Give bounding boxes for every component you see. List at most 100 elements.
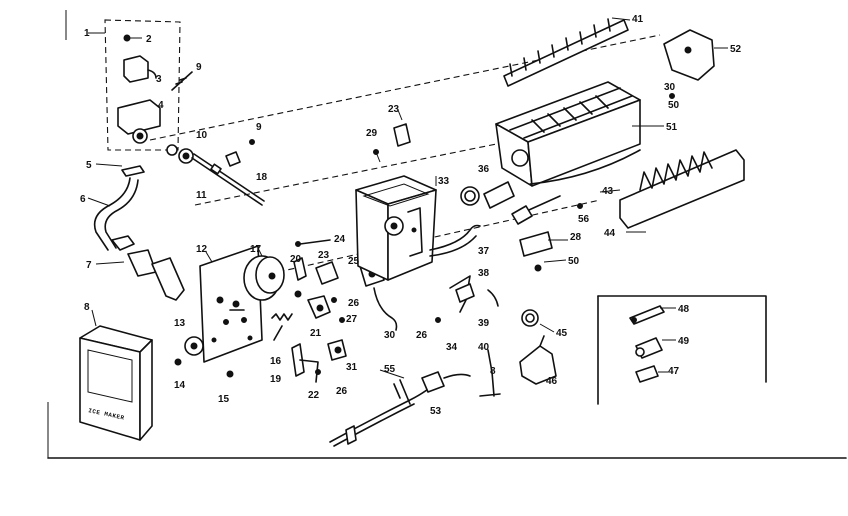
callout-p9b: 9 (256, 122, 262, 133)
ejector-comb-41 (503, 18, 629, 87)
switch-19 (291, 343, 305, 377)
callout-p41: 41 (632, 14, 644, 25)
screw-34 (435, 317, 441, 323)
mold-housing-33 (355, 175, 437, 281)
part-callouts: 1 2 3 4 5 6 7 8 9 9 10 11 12 13 14 15 16… (80, 14, 742, 417)
callout-p30-upper: 30 (664, 82, 676, 93)
screw-9-upper (171, 71, 193, 91)
wire-30 (373, 287, 398, 331)
wire-40 (479, 349, 501, 397)
motor-17 (243, 255, 285, 301)
screw-50-upper (669, 93, 675, 99)
callout-p38: 38 (478, 268, 490, 279)
callout-p36: 36 (478, 164, 490, 175)
callout-p13: 13 (174, 318, 186, 329)
grommet-10 (166, 144, 178, 156)
callout-p31: 31 (346, 362, 358, 373)
solenoid-coil-3 (123, 55, 149, 83)
callout-p34: 34 (446, 342, 458, 353)
callout-p55: 55 (384, 364, 396, 375)
callout-p18: 18 (256, 172, 268, 183)
callout-p26b: 26 (416, 330, 428, 341)
bracket-52 (663, 29, 715, 81)
callout-p26c: 26 (336, 386, 348, 397)
shield-28 (519, 231, 553, 257)
part-23-upper (393, 123, 411, 147)
screw-26 (331, 297, 337, 303)
inset-parts-box (597, 295, 767, 405)
callout-p29: 29 (366, 128, 378, 139)
screw-14 (174, 358, 182, 366)
callout-p11: 11 (196, 190, 207, 201)
callout-p3: 3 (156, 74, 162, 85)
callout-p8: 8 (84, 302, 90, 313)
washer-5 (121, 165, 145, 177)
callout-p28: 28 (570, 232, 582, 243)
screw-50-lower (534, 264, 542, 272)
callout-p53: 53 (430, 406, 442, 417)
ice-mold-51 (495, 81, 641, 187)
callout-leaders (87, 17, 728, 379)
fitting-36 (483, 181, 515, 209)
callout-p51: 51 (666, 122, 678, 133)
spring-39 (487, 289, 499, 307)
callout-p5: 5 (86, 160, 92, 171)
part-20 (293, 257, 307, 281)
callout-p47: 47 (668, 366, 680, 377)
callout-p45: 45 (556, 328, 568, 339)
callout-p44: 44 (604, 228, 616, 239)
callout-p43: 43 (602, 186, 614, 197)
callout-p56: 56 (578, 214, 590, 225)
heater-wire-37 (429, 224, 481, 251)
callout-p23: 23 (318, 250, 330, 261)
callout-p33: 33 (438, 176, 450, 187)
clamp-18 (225, 151, 241, 167)
inlet-tube-6 (93, 177, 131, 251)
callout-p7: 7 (86, 260, 92, 271)
valve-assembly-group (88, 19, 181, 151)
callout-p26: 26 (348, 298, 360, 309)
callout-p14: 14 (174, 380, 186, 391)
callout-p52: 52 (730, 44, 742, 55)
callout-p50b: 50 (568, 256, 580, 267)
callout-p27: 27 (346, 314, 358, 325)
ice-stripper-44 (619, 149, 745, 229)
callout-p12: 12 (196, 244, 208, 255)
callout-p24: 24 (334, 234, 346, 245)
callout-p20: 20 (290, 254, 302, 265)
callout-p49: 49 (678, 336, 690, 347)
callout-p50: 50 (668, 100, 680, 111)
callout-p30: 30 (384, 330, 396, 341)
valve-group-box (104, 19, 181, 151)
callout-p48: 48 (678, 304, 690, 315)
plug-53 (421, 371, 445, 393)
part-23-lower (315, 261, 339, 285)
callout-p10: 10 (196, 130, 208, 141)
callout-p37: 37 (478, 246, 490, 257)
callout-p2: 2 (146, 34, 152, 45)
callout-p39: 39 (478, 318, 490, 329)
callout-p9: 9 (196, 62, 202, 73)
callout-p4: 4 (158, 100, 164, 111)
hose-7 (127, 249, 157, 277)
assembly-axis-middle (194, 119, 616, 206)
callout-p17: 17 (250, 244, 262, 255)
callout-p46: 46 (546, 376, 558, 387)
spring-16 (271, 313, 293, 321)
callout-p1: 1 (84, 28, 90, 39)
callout-p8b: 8 (490, 366, 496, 377)
screw-9-lower (249, 139, 255, 145)
fill-tube-11 (191, 157, 263, 206)
arm-22 (299, 359, 319, 383)
screw-27 (339, 317, 345, 323)
callout-p19: 19 (270, 374, 282, 385)
screw-2 (123, 34, 131, 42)
callout-p21: 21 (310, 328, 322, 339)
callout-p40: 40 (478, 342, 490, 353)
callout-p6: 6 (80, 194, 86, 205)
screw-24 (299, 239, 331, 245)
callout-p25: 25 (348, 256, 360, 267)
callout-p23b: 23 (388, 104, 400, 115)
